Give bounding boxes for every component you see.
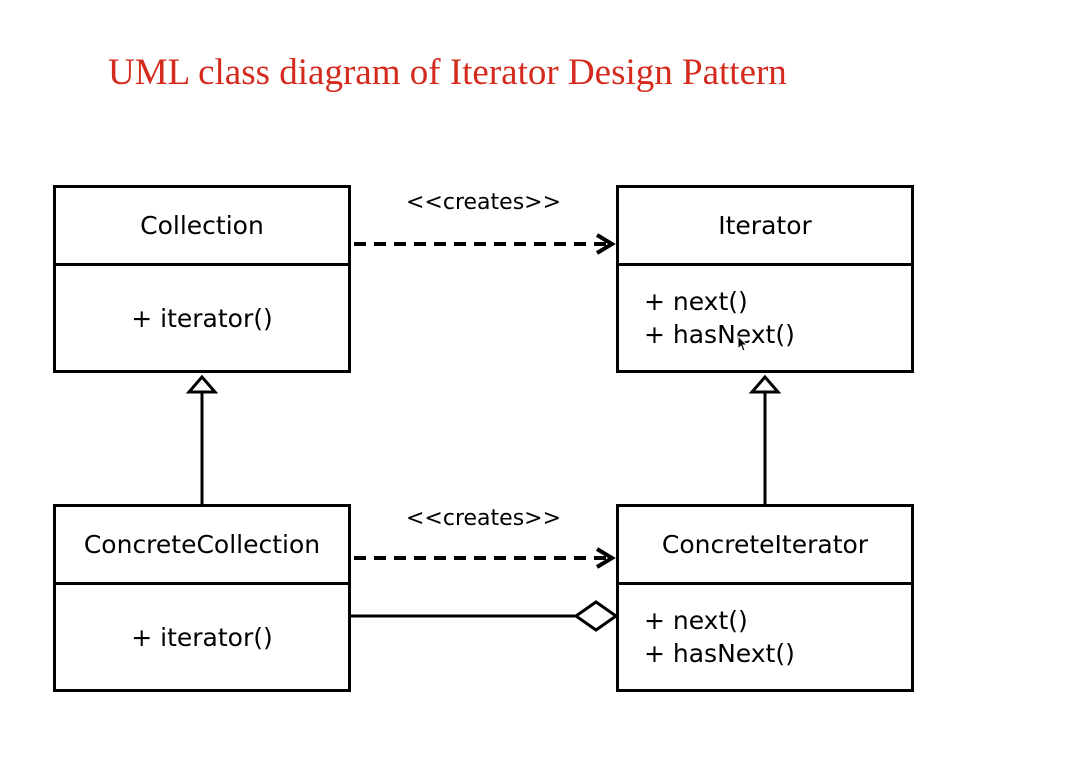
class-iterator: Iterator + next() + hasNext() bbox=[616, 185, 914, 373]
operation-next: + next() bbox=[644, 606, 748, 635]
creates-label-bottom: <<creates>> bbox=[406, 506, 562, 531]
operation-next: + next() bbox=[644, 287, 748, 316]
class-collection-operations: + iterator() bbox=[56, 266, 348, 370]
creates-label-top: <<creates>> bbox=[406, 190, 562, 215]
operation-iterator: + iterator() bbox=[131, 303, 273, 333]
diagram-title: UML class diagram of Iterator Design Pat… bbox=[108, 52, 787, 93]
dependency-arrowhead-bottom bbox=[595, 547, 616, 569]
class-iterator-name: Iterator bbox=[619, 188, 911, 266]
generalization-triangle-left bbox=[185, 374, 219, 394]
class-concrete-collection: ConcreteCollection + iterator() bbox=[53, 504, 351, 692]
class-concrete-iterator: ConcreteIterator + next() + hasNext() bbox=[616, 504, 914, 692]
mouse-pointer-icon bbox=[737, 334, 749, 352]
class-concrete-iterator-operations: + next() + hasNext() bbox=[619, 585, 911, 689]
dependency-arrowhead-top bbox=[595, 233, 616, 255]
operation-hasnext: + hasNext() bbox=[644, 320, 795, 349]
generalization-triangle-right bbox=[748, 374, 782, 394]
operation-iterator: + iterator() bbox=[131, 622, 273, 652]
class-iterator-operations: + next() + hasNext() bbox=[619, 266, 911, 370]
operation-hasnext: + hasNext() bbox=[644, 639, 795, 668]
class-collection: Collection + iterator() bbox=[53, 185, 351, 373]
class-collection-name: Collection bbox=[56, 188, 348, 266]
class-concrete-collection-name: ConcreteCollection bbox=[56, 507, 348, 585]
class-concrete-iterator-name: ConcreteIterator bbox=[619, 507, 911, 585]
class-concrete-collection-operations: + iterator() bbox=[56, 585, 348, 689]
aggregation-diamond bbox=[573, 600, 619, 632]
